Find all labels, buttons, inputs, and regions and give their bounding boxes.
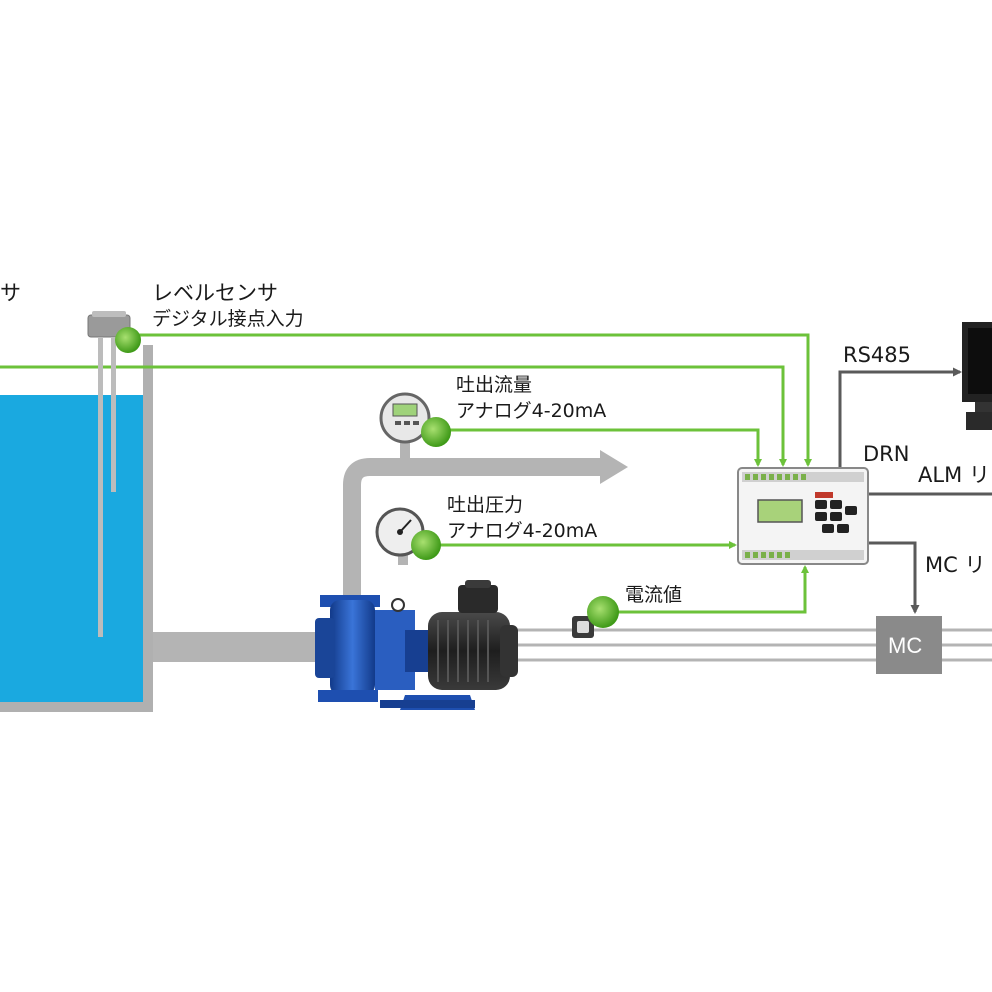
mc-relay-icon: MC xyxy=(876,616,942,674)
control-line-mc xyxy=(868,541,920,614)
pressure-title: 吐出圧力 xyxy=(447,494,524,516)
level-sensor-left-partial-label: サ xyxy=(0,281,21,305)
mc-box-label: MC xyxy=(888,633,922,658)
signal-line-level-sensor xyxy=(135,333,812,467)
level-sensor-title: レベルセンサ xyxy=(152,281,278,305)
signal-line-current xyxy=(605,565,809,614)
control-lines xyxy=(838,367,992,614)
water-body xyxy=(0,395,148,707)
tank-wall xyxy=(0,345,153,712)
water-tank xyxy=(0,345,153,712)
signal-line-left-sensor xyxy=(0,365,787,467)
monitor-icon xyxy=(962,322,992,430)
pressure-subtitle: アナログ4-20mA xyxy=(447,520,598,542)
current-label: 電流値 xyxy=(625,584,683,606)
suction-pipe xyxy=(153,632,328,662)
controller-icon xyxy=(737,467,869,565)
flow-meter-icon xyxy=(379,392,451,447)
drn-label: DRN xyxy=(863,442,910,466)
level-sensor-icon xyxy=(87,311,141,637)
pressure-gauge-icon xyxy=(375,507,441,560)
mc-relay-label: MC リ xyxy=(925,553,986,577)
motor-icon xyxy=(380,580,518,710)
rs485-label: RS485 xyxy=(843,343,912,367)
flow-title: 吐出流量 xyxy=(456,374,533,396)
current-sensor-icon xyxy=(572,596,619,638)
signal-lines xyxy=(0,333,812,614)
signal-line-flow xyxy=(440,428,762,467)
alm-label: ALM リ xyxy=(918,463,990,487)
pump-icon xyxy=(315,595,430,702)
flow-subtitle: アナログ4-20mA xyxy=(456,400,607,422)
control-line-rs485 xyxy=(838,367,962,470)
level-sensor-subtitle: デジタル接点入力 xyxy=(152,308,304,330)
